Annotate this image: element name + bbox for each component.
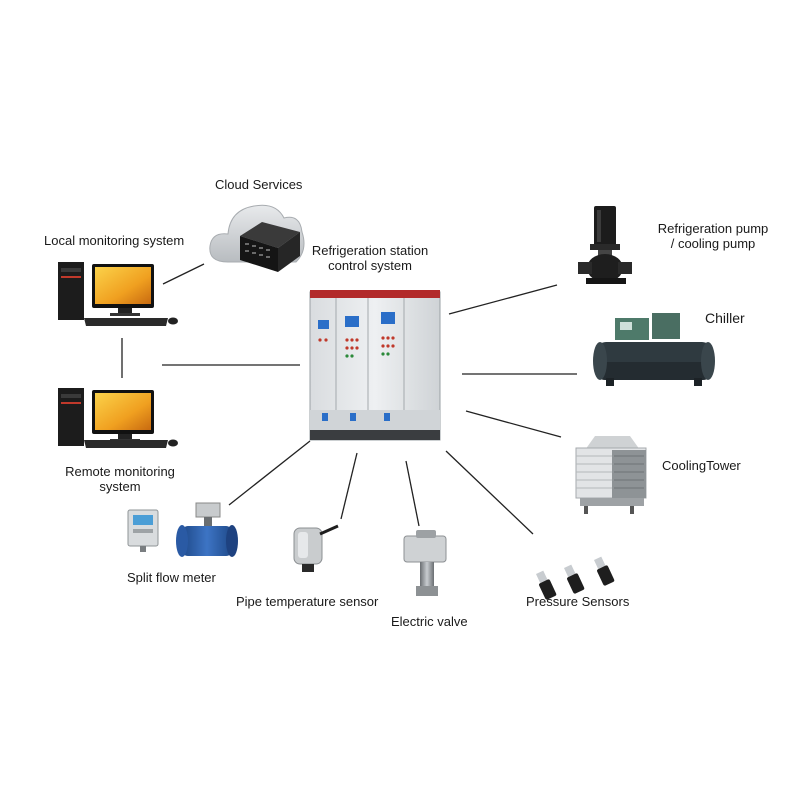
electric-valve-icon — [403, 530, 447, 596]
valve-label: Electric valve — [391, 614, 468, 629]
desktop-computer-icon — [58, 262, 178, 326]
pipe-temp-label: Pipe temperature sensor — [236, 594, 379, 609]
remote-label-line2: system — [99, 479, 141, 494]
pressure-sensor-icon — [536, 556, 615, 600]
desktop-computer-icon — [58, 388, 178, 448]
cooling-tower-label: CoolingTower — [662, 458, 741, 473]
flow-meter-icon — [127, 502, 238, 557]
connector-center-tower — [465, 410, 562, 438]
cooling-tower-icon — [575, 436, 647, 514]
center-label-line2: control system — [328, 258, 412, 273]
connector-center-flowmeter — [228, 440, 311, 506]
connector-center-pump — [448, 284, 558, 315]
pressure-label: Pressure Sensors — [526, 594, 630, 609]
chiller-icon — [593, 313, 715, 386]
center-label-line1: Refrigeration station — [311, 243, 429, 258]
connector-center-valve — [405, 460, 420, 527]
cloud-server-icon — [209, 204, 305, 272]
flow-meter-label: Split flow meter — [127, 570, 216, 585]
chiller-label: Chiller — [705, 310, 745, 326]
pump-label-line2: / cooling pump — [670, 236, 756, 251]
local-monitoring-label: Local monitoring system — [44, 233, 185, 248]
pump-label: Refrigeration pump / cooling pump — [638, 221, 788, 251]
center-label: Refrigeration station control system — [310, 243, 430, 273]
pump-icon — [578, 206, 632, 284]
connector-cloud-local — [162, 263, 205, 285]
temperature-sensor-icon — [293, 524, 339, 572]
cloud-services-label: Cloud Services — [215, 177, 303, 192]
connector-lines — [121, 263, 577, 535]
remote-monitoring-label: Remote monitoring system — [50, 464, 190, 494]
pump-label-line1: Refrigeration pump — [657, 221, 769, 236]
connector-center-pipetemp — [340, 452, 358, 520]
control-cabinet-icon — [309, 290, 441, 441]
remote-label-line1: Remote monitoring — [65, 464, 175, 479]
connector-center-pressure — [445, 450, 534, 535]
